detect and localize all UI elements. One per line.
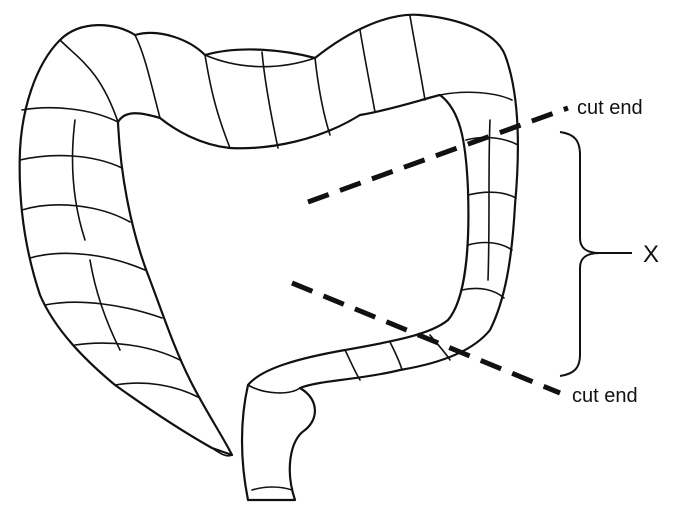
bracket-x	[560, 132, 600, 376]
upper-cut-label: cut end	[577, 97, 643, 119]
lower-cut-label: cut end	[572, 385, 638, 407]
colon-outline	[20, 15, 518, 500]
bracket-x-label: X	[643, 241, 659, 268]
